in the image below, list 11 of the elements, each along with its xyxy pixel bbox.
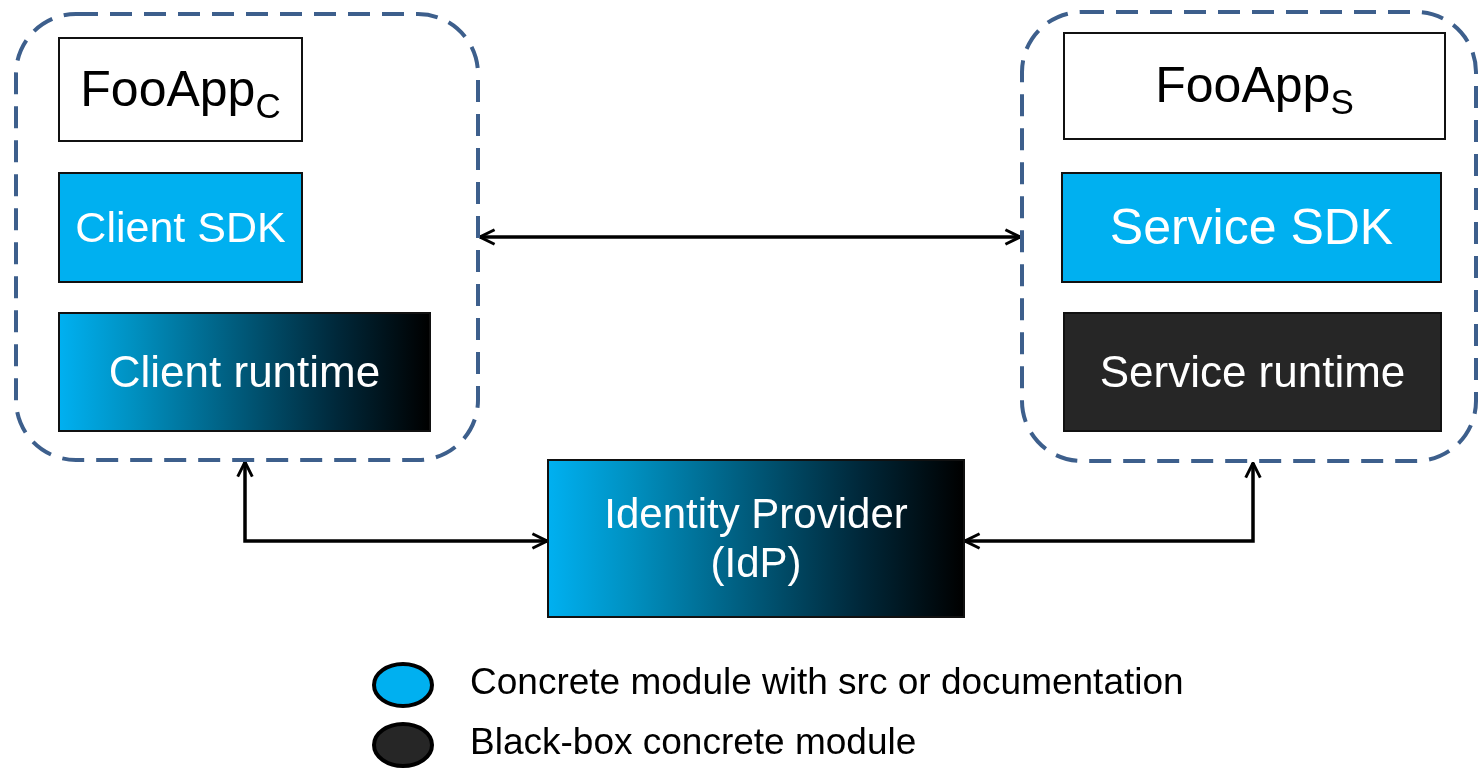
module-box: Identity Provider (IdP) [547, 459, 965, 618]
module-box: Client SDK [58, 172, 303, 283]
module-box: Service SDK [1061, 172, 1442, 283]
module-box: FooApp$_{C}$ [58, 37, 303, 142]
module-box: Service runtime [1063, 312, 1442, 432]
arrow [236, 460, 549, 550]
arrow [478, 228, 1022, 246]
legend-label: Black-box concrete module [470, 721, 917, 763]
module-box: FooApp$_{S}$ [1063, 32, 1446, 140]
legend-label: Concrete module with src or documentation [470, 661, 1184, 703]
module-box: Client runtime [58, 312, 431, 432]
